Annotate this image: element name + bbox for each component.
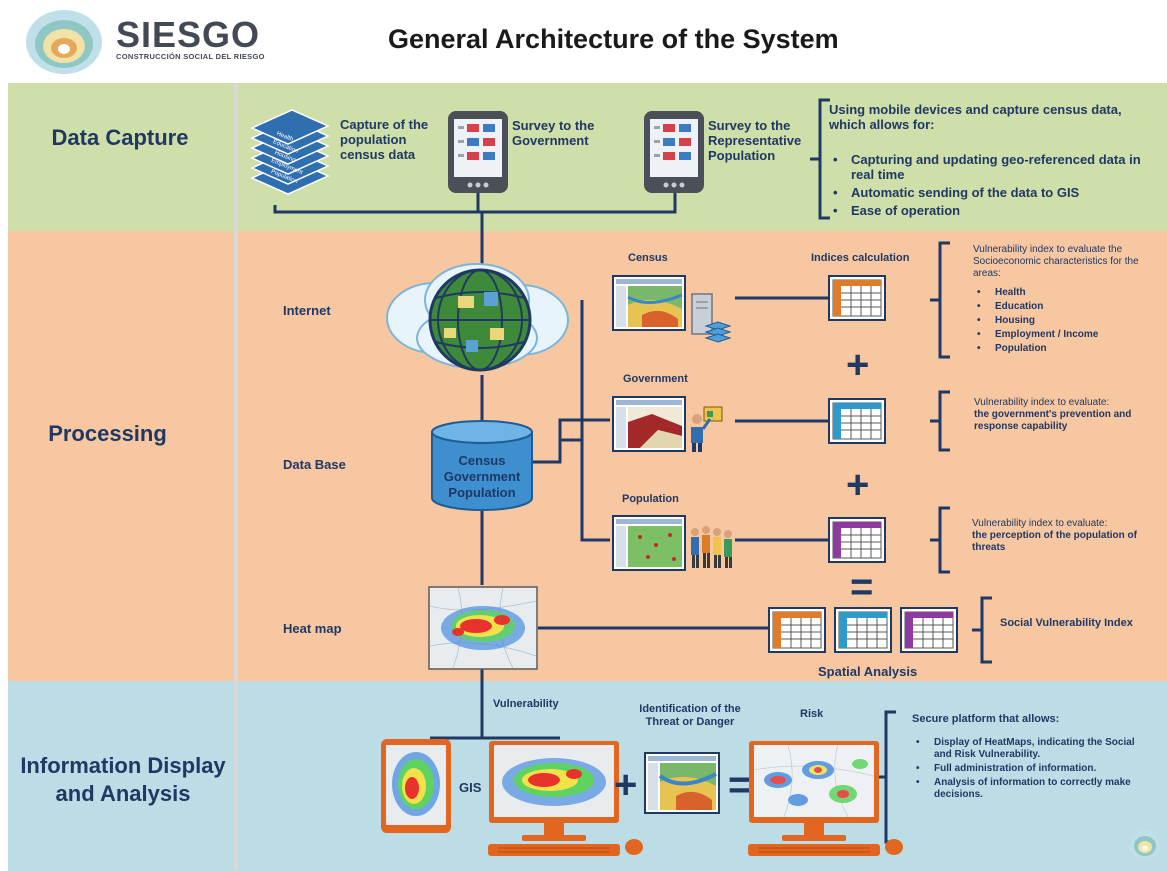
monitor-risk-map-icon [748,741,880,856]
census-note-item: Housing [973,315,1163,327]
census-note-item: Employment / Income [973,329,1163,341]
survey-population-label: Survey to the Representative Population [708,118,802,163]
mobile-point: Automatic sending of the data to GIS [829,185,1154,200]
census-note-item: Population [973,343,1163,355]
siesgo-small-logo-icon [1129,830,1161,860]
section-label-display: Information Display and Analysis [20,753,226,806]
page-title: General Architecture of the System [388,24,839,54]
platform-point: Analysis of information to correctly mak… [912,777,1147,801]
spatial-blue-table-icon [834,607,892,653]
mouse-icon [625,839,643,855]
census-map-screen-icon [612,275,686,331]
mobile-point: Capturing and updating geo-referenced da… [829,152,1154,182]
threat-map-screen-icon [644,752,720,814]
platform-point: Full administration of information. [912,763,1147,775]
gis-label: GIS [459,780,482,795]
spatial-orange-table-icon [768,607,826,653]
government-map-screen-icon [612,396,686,452]
internet-globe-icon [386,263,569,372]
database-label: Data Base [283,457,346,472]
census-branch-label: Census [628,252,668,264]
population-note-bold: the perception of the population of thre… [972,530,1137,553]
population-index-table-icon [828,517,886,563]
plus-sign-display: + [614,763,638,807]
mobile-point: Ease of operation [829,203,1154,218]
indices-calculation-label: Indices calculation [811,252,910,264]
equals-sign-display: = [728,763,752,807]
plus-sign-1: + [846,343,870,387]
server-icon [691,293,732,343]
tablet-heatmap-icon [381,739,451,833]
tablet-survey-population-icon [644,111,704,193]
threat-label: Identification of the Threat or Danger [639,703,741,728]
section-label-processing: Processing [48,421,167,446]
presenter-icon [691,406,723,452]
db-content-government: Government [443,469,521,484]
social-vulnerability-index-label: Social Vulnerability Index [1000,617,1133,629]
heatmap-image [428,586,538,670]
spatial-purple-table-icon [900,607,958,653]
population-branch-label: Population [622,493,679,505]
population-map-screen-icon [612,515,686,571]
heatmap-label: Heat map [283,621,342,636]
risk-label: Risk [800,708,824,720]
db-content-census: Census [458,453,506,468]
logo-tagline: CONSTRUCCIÓN SOCIAL DEL RIESGO [116,52,265,61]
plus-sign-2: + [846,463,870,507]
government-note-bold: the government's prevention and response… [974,409,1132,432]
logo-name: SIESGO [116,14,261,55]
people-group-icon [691,526,732,568]
census-index-table-icon [828,275,886,321]
census-layers-icon [250,109,330,195]
equals-sign-processing: = [850,565,874,609]
government-branch-label: Government [623,373,688,385]
mouse-icon [885,839,903,855]
database-cylinder-icon [431,420,533,511]
db-content-population: Population [448,485,516,500]
spatial-analysis-label: Spatial Analysis [818,664,918,679]
census-note-item: Education [973,301,1163,313]
tablet-survey-government-icon [448,111,508,193]
siesgo-logo-icon [26,10,102,74]
column-divider [234,83,238,871]
internet-label: Internet [283,303,331,318]
monitor-heatmap-icon [488,741,620,856]
platform-point: Display of HeatMaps, indicating the Soci… [912,737,1147,761]
survey-government-label: Survey to the Government [512,118,595,148]
platform-intro: Secure platform that allows: [912,713,1060,725]
platform-points: Display of HeatMaps, indicating the Soci… [912,737,1147,801]
census-note-item: Health [973,287,1163,299]
census-note-intro: Vulnerability index to evaluate the Soci… [973,244,1139,279]
government-index-table-icon [828,398,886,444]
vulnerability-label: Vulnerability [493,698,559,710]
census-note-items: Health Education Housing Employment / In… [973,287,1163,355]
mobile-capture-intro: Using mobile devices and capture census … [829,102,1122,132]
mobile-capture-points: Capturing and updating geo-referenced da… [829,152,1154,218]
population-note-intro: Vulnerability index to evaluate: [972,518,1108,529]
section-label-data-capture: Data Capture [51,125,189,150]
census-capture-label: Capture of the population census data [340,117,429,162]
government-note-intro: Vulnerability index to evaluate: [974,397,1110,408]
